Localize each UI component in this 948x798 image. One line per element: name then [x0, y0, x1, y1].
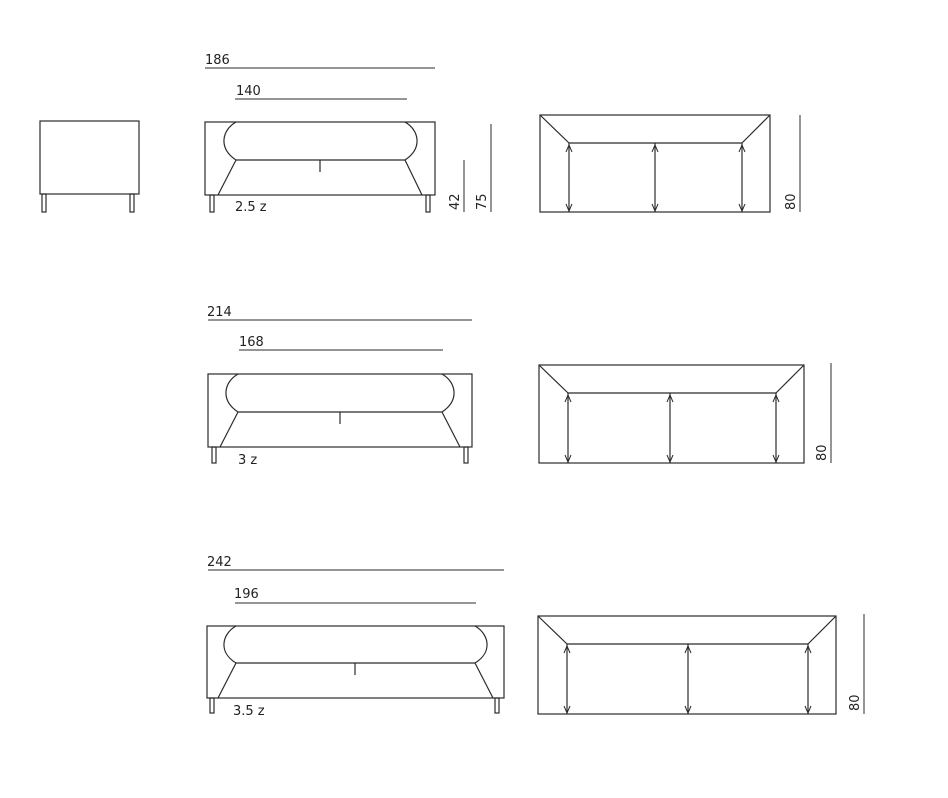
sofa-242: 242 196 3.5 z 80: [206, 555, 865, 719]
left-seat-edge: [217, 159, 237, 196]
left-arm-curve: [225, 373, 239, 413]
right-seat-edge: [441, 411, 461, 448]
seat-count-label: 2.5 z: [235, 200, 267, 215]
right-arm-curve: [404, 121, 418, 161]
leg-left: [209, 697, 215, 714]
leg-right: [463, 446, 469, 464]
sofa-186: 186 140 2.5 z 42 75: [204, 53, 801, 215]
front-view: [204, 121, 436, 213]
top-view-outline: [538, 364, 805, 464]
right-arm-curve: [441, 373, 455, 413]
side-view-body: [39, 120, 140, 195]
arrow-right: [772, 393, 780, 464]
front-view-body: [206, 625, 505, 699]
right-seat-edge: [474, 662, 494, 699]
front-view: [207, 373, 473, 464]
arrow-center: [651, 143, 659, 213]
arrow-center: [666, 393, 674, 464]
seat-count-label: 3 z: [238, 453, 257, 468]
overall-width-label: 242: [207, 555, 232, 570]
top-view: [538, 364, 805, 464]
leg-left: [211, 446, 217, 464]
arrow-center: [684, 644, 692, 715]
seat-count-label: 3.5 z: [233, 704, 265, 719]
left-arm-curve: [223, 121, 237, 161]
side-view-leg-left: [41, 193, 47, 213]
top-view: [539, 114, 771, 213]
top-view: [537, 615, 837, 715]
front-view-body: [204, 121, 436, 196]
corner-left: [539, 114, 570, 144]
corner-right: [741, 114, 771, 144]
corner-left: [538, 364, 569, 394]
arrow-right: [738, 143, 746, 213]
seat-height-label: 42: [448, 193, 463, 210]
left-seat-edge: [219, 411, 239, 448]
top-view-outline: [537, 615, 837, 715]
leg-left: [209, 194, 215, 213]
side-view: [39, 120, 140, 213]
seat-width-label: 168: [239, 335, 264, 350]
leg-right: [494, 697, 500, 714]
arrow-right: [804, 644, 812, 715]
overall-width-label: 214: [207, 305, 232, 320]
corner-left: [537, 615, 568, 645]
seat-width-label: 140: [236, 84, 261, 99]
seat-width-label: 196: [234, 587, 259, 602]
right-seat-edge: [404, 159, 423, 196]
front-view: [206, 625, 505, 714]
sofa-214: 214 168 3 z 80: [207, 305, 832, 468]
corner-right: [775, 364, 805, 394]
front-view-body: [207, 373, 473, 448]
depth-label: 80: [784, 193, 799, 210]
depth-label: 80: [848, 694, 863, 711]
left-arm-curve: [223, 625, 237, 664]
right-arm-curve: [474, 625, 488, 664]
left-seat-edge: [217, 662, 237, 699]
arrow-left: [564, 393, 572, 464]
corner-right: [807, 615, 837, 645]
side-view-leg-right: [129, 193, 135, 213]
arrow-left: [563, 644, 571, 715]
leg-right: [425, 194, 431, 213]
overall-width-label: 186: [205, 53, 230, 68]
arrow-left: [565, 143, 573, 213]
depth-label: 80: [815, 444, 830, 461]
total-height-label: 75: [475, 193, 490, 210]
